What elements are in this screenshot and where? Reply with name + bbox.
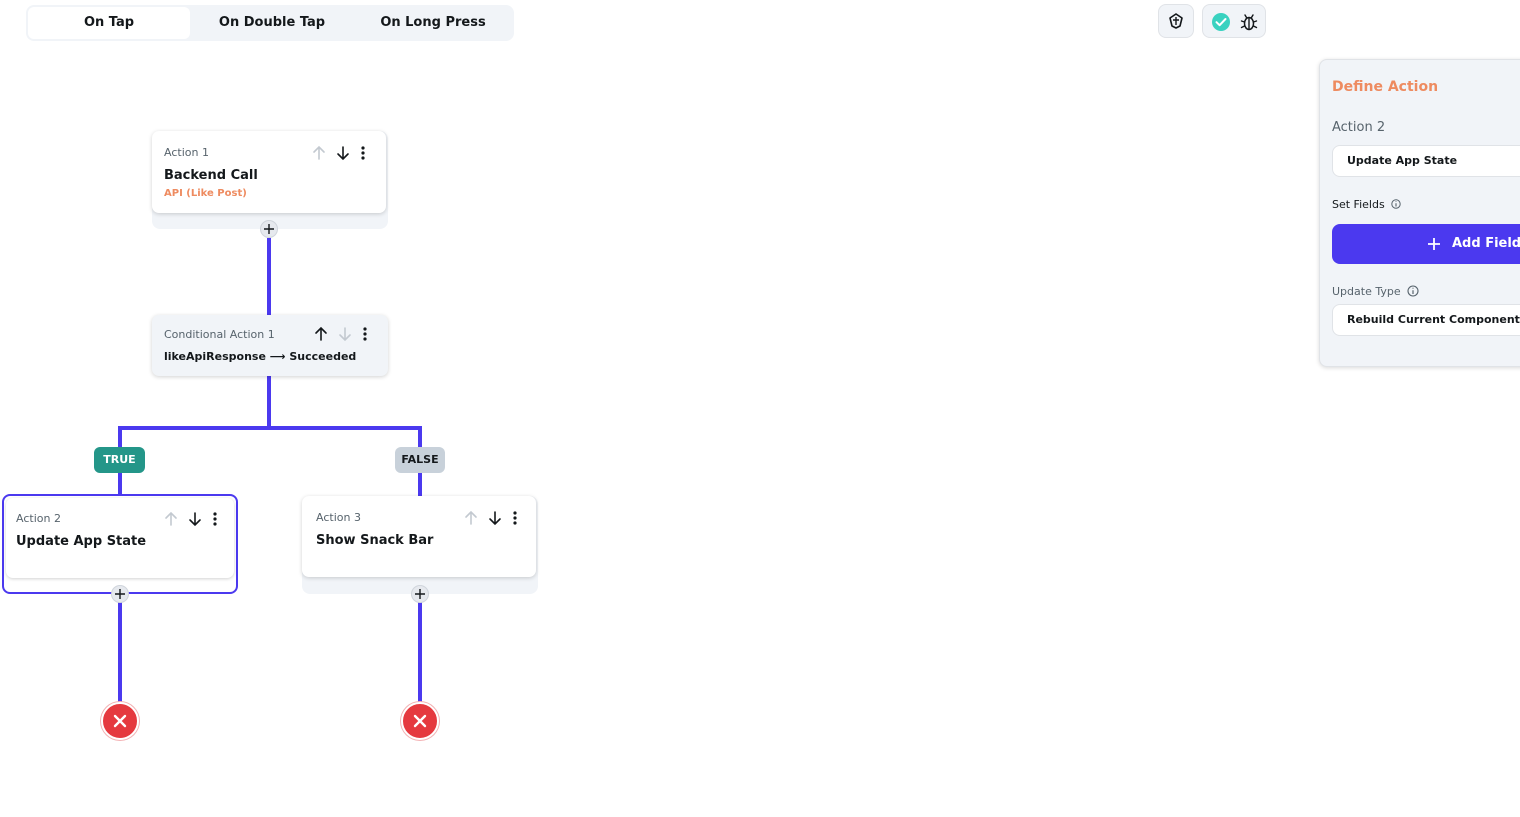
tab-on-long-press[interactable]: On Long Press: [380, 15, 486, 30]
add-action-button[interactable]: [111, 585, 129, 603]
move-up-icon[interactable]: [164, 511, 178, 527]
conditional-action-label: Conditional Action 1: [164, 328, 275, 341]
set-fields-label: Set Fields: [1332, 198, 1401, 211]
agent-icon: [1169, 13, 1183, 29]
connector-line: [267, 376, 271, 428]
conditional-action-title: likeApiResponse ⟶ Succeeded: [164, 350, 357, 363]
plus-icon: [264, 224, 274, 234]
connector-line: [118, 426, 422, 430]
status-toolbar: [1202, 4, 1266, 38]
conditional-action-card[interactable]: Conditional Action 1 likeApiResponse ⟶ S…: [152, 315, 388, 376]
connector-line: [418, 600, 422, 704]
action-1-title: Backend Call: [164, 168, 258, 183]
info-icon[interactable]: [1391, 199, 1401, 209]
plus-icon: [1428, 238, 1440, 250]
bug-icon[interactable]: [1239, 12, 1259, 32]
more-options-icon[interactable]: [212, 511, 218, 527]
trigger-tabs: On Tap On Double Tap On Long Press: [26, 5, 514, 41]
panel-title: Define Action: [1332, 79, 1439, 95]
update-type-select[interactable]: Rebuild Current Component: [1332, 304, 1520, 336]
close-icon: [113, 714, 127, 728]
action-1-label: Action 1: [164, 146, 209, 159]
false-branch-badge: FALSE: [395, 447, 445, 473]
plus-icon: [415, 589, 425, 599]
more-options-icon[interactable]: [360, 145, 366, 161]
check-circle-icon[interactable]: [1211, 12, 1231, 32]
agent-button[interactable]: [1158, 4, 1194, 38]
add-action-button[interactable]: [260, 220, 278, 238]
action-1-card[interactable]: Action 1 Backend Call API (Like Post): [152, 131, 386, 213]
info-icon[interactable]: [1407, 285, 1419, 297]
true-branch-badge: TRUE: [94, 447, 145, 473]
define-action-panel: Define Action Action 2 Update App State …: [1319, 59, 1520, 367]
move-down-icon[interactable]: [488, 510, 502, 526]
action-number-label: Action 2: [1332, 120, 1386, 135]
action-2-node: Action 2 Update App State: [2, 494, 238, 594]
action-type-select[interactable]: Update App State: [1332, 145, 1520, 177]
update-type-label: Update Type: [1332, 285, 1419, 298]
more-options-icon[interactable]: [362, 326, 368, 342]
terminate-node[interactable]: [101, 702, 139, 740]
tab-on-tap[interactable]: On Tap: [28, 7, 190, 39]
move-up-icon[interactable]: [312, 145, 326, 161]
close-icon: [413, 714, 427, 728]
action-3-title: Show Snack Bar: [316, 533, 434, 548]
move-down-icon[interactable]: [336, 145, 350, 161]
action-2-card[interactable]: Action 2 Update App State: [6, 498, 234, 578]
action-1-subtitle: API (Like Post): [164, 188, 247, 199]
action-3-card[interactable]: Action 3 Show Snack Bar: [302, 496, 536, 577]
action-3-label: Action 3: [316, 511, 361, 524]
connector-line: [118, 600, 122, 704]
add-field-button[interactable]: Add Field: [1332, 224, 1520, 264]
update-type-text: Update Type: [1332, 285, 1401, 298]
connector-line: [267, 238, 271, 316]
terminate-node[interactable]: [401, 702, 439, 740]
more-options-icon[interactable]: [512, 510, 518, 526]
add-field-label: Add Field: [1452, 236, 1520, 251]
add-action-button[interactable]: [411, 585, 429, 603]
tab-on-double-tap[interactable]: On Double Tap: [218, 15, 326, 30]
move-down-icon[interactable]: [338, 326, 352, 342]
move-up-icon[interactable]: [314, 326, 328, 342]
action-2-label: Action 2: [16, 512, 61, 525]
plus-icon: [115, 589, 125, 599]
move-up-icon[interactable]: [464, 510, 478, 526]
action-2-title: Update App State: [16, 534, 147, 549]
action-3-node: Action 3 Show Snack Bar: [302, 496, 538, 594]
set-fields-text: Set Fields: [1332, 198, 1385, 211]
move-down-icon[interactable]: [188, 511, 202, 527]
action-1-node: Action 1 Backend Call API (Like Post): [152, 131, 388, 229]
